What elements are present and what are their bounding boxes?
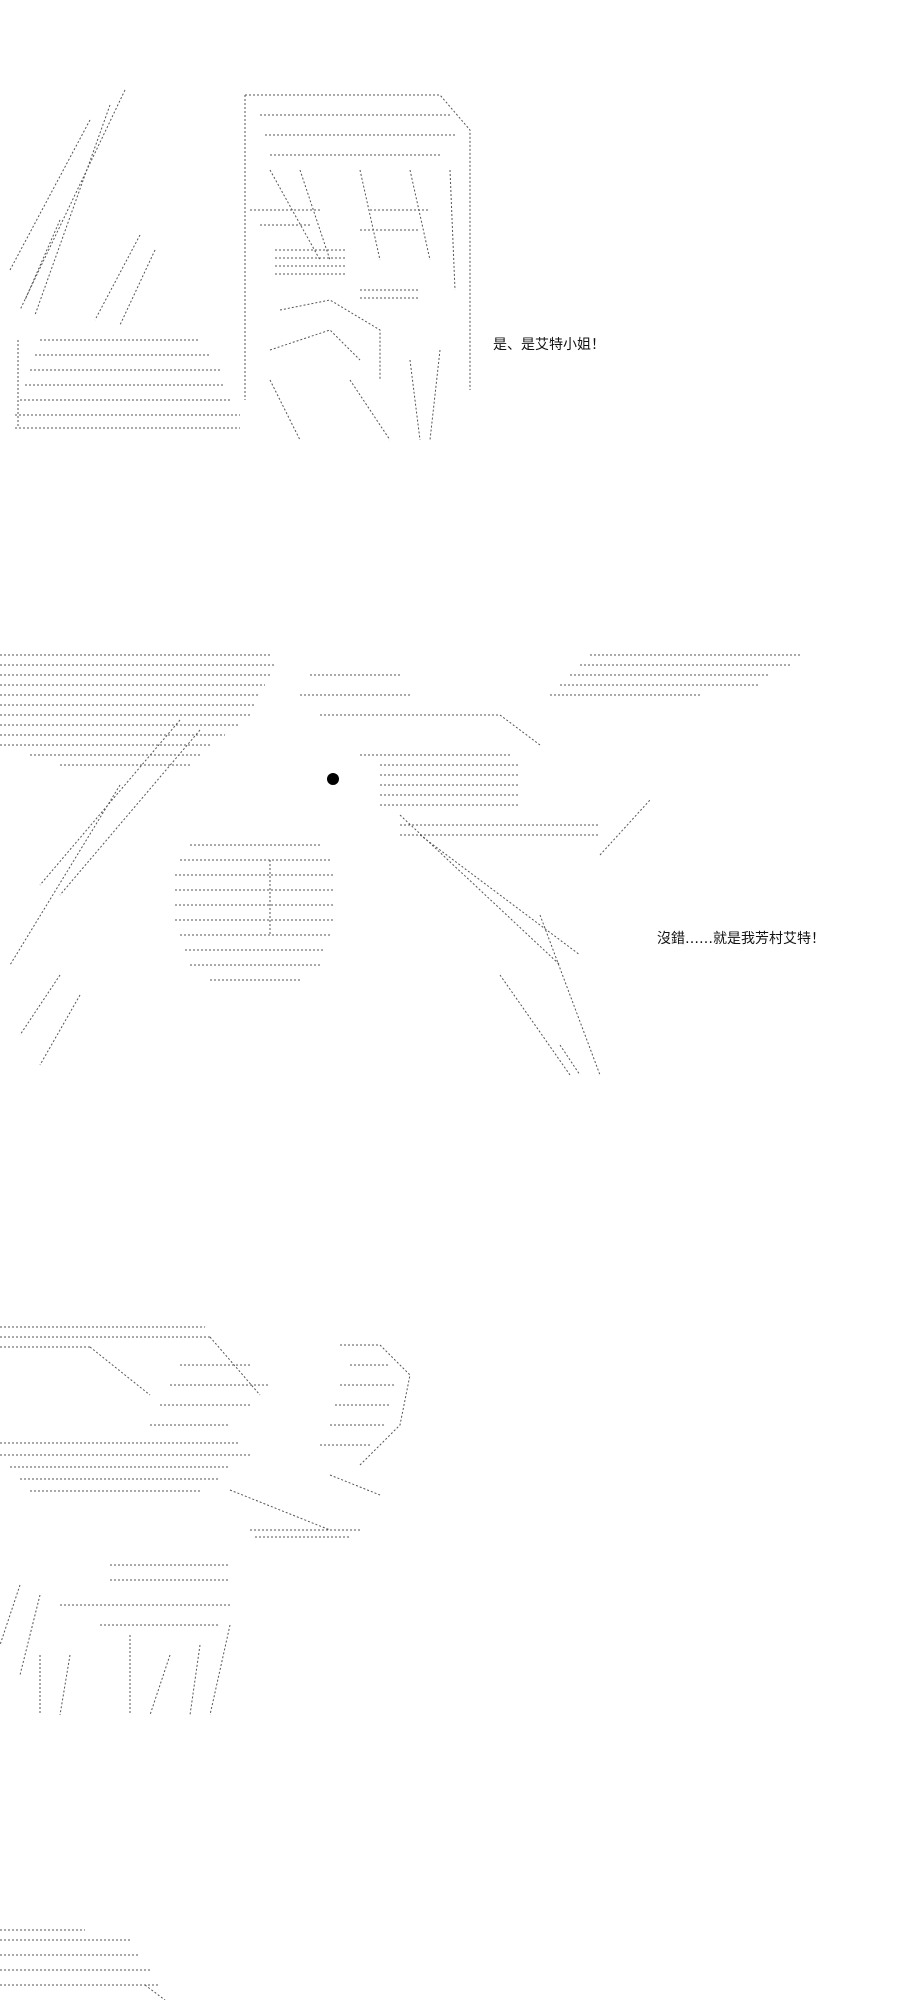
panel-4 <box>0 1915 900 2000</box>
dialogue-text: 是、是艾特小姐！ <box>493 337 605 353</box>
panel-2 <box>0 635 900 1105</box>
ascii-art-character-pointing-with-wings <box>0 654 800 1076</box>
ascii-art-arm-holding-sword <box>0 1326 411 1716</box>
panel-3 <box>0 1315 900 1755</box>
panel-1: 是、是艾特小姐！ <box>0 60 900 460</box>
dialogue-text: 沒錯……就是我芳村艾特！ <box>657 931 825 947</box>
eye-dot <box>327 773 339 785</box>
ascii-art-character-closeup <box>9 89 471 441</box>
ascii-art-partial-continuation <box>0 1929 166 2000</box>
